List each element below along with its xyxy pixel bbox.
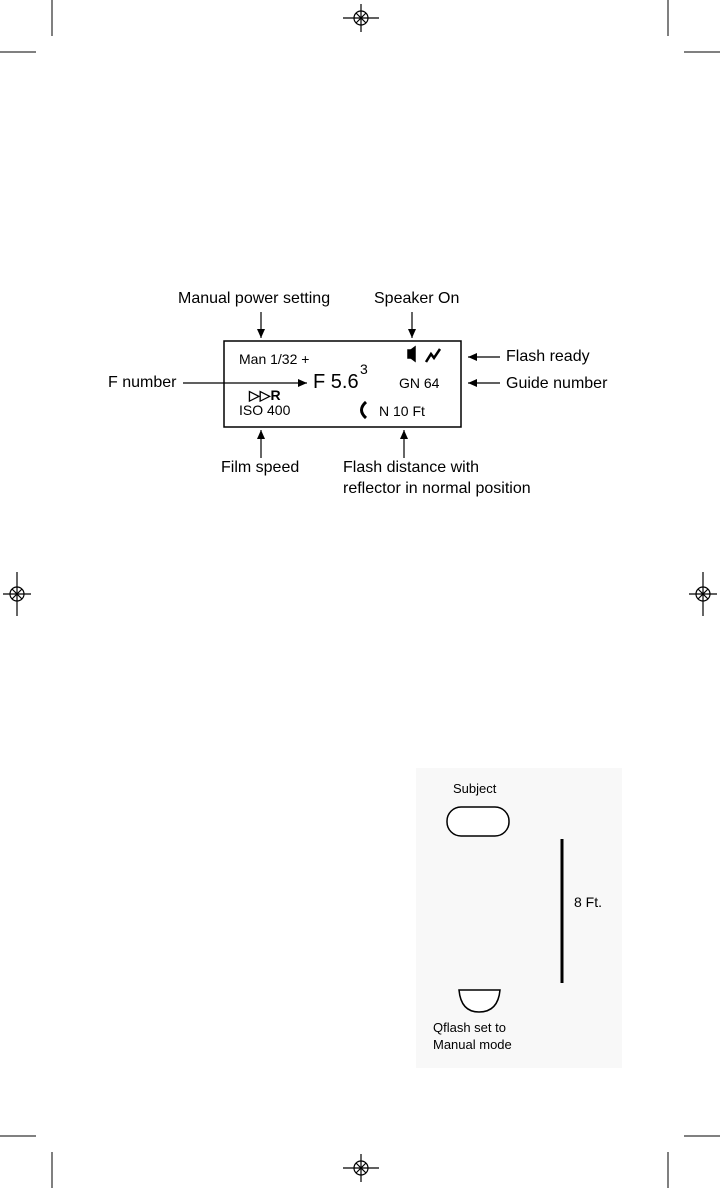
lcd-distance: N 10 Ft bbox=[379, 403, 425, 419]
lcd-iso: ISO 400 bbox=[239, 402, 290, 418]
lcd-guide-number: GN 64 bbox=[399, 375, 439, 391]
registration-mark-icon bbox=[343, 4, 379, 32]
label-f-number: F number bbox=[108, 374, 176, 392]
registration-mark-icon bbox=[689, 572, 717, 616]
flash-ready-icon bbox=[426, 349, 440, 362]
subject-label: Subject bbox=[453, 781, 496, 796]
lcd-f-superscript: 3 bbox=[360, 361, 368, 377]
registration-mark-icon bbox=[343, 1154, 379, 1182]
label-flash-distance-line1: Flash distance with bbox=[343, 459, 479, 477]
reflector-icon bbox=[362, 402, 367, 418]
label-flash-distance-line2: reflector in normal position bbox=[343, 480, 531, 498]
label-speaker-on: Speaker On bbox=[374, 290, 459, 308]
distance-label: 8 Ft. bbox=[574, 894, 602, 910]
label-guide-number: Guide number bbox=[506, 375, 607, 393]
qflash-label-line1: Qflash set to bbox=[433, 1020, 506, 1035]
label-flash-ready: Flash ready bbox=[506, 348, 590, 366]
lcd-mode: Man 1/32 + bbox=[239, 351, 309, 367]
lcd-f-value: F 5.6 bbox=[313, 371, 359, 394]
label-film-speed: Film speed bbox=[221, 459, 299, 477]
qflash-label-line2: Manual mode bbox=[433, 1037, 512, 1052]
label-manual-power-setting: Manual power setting bbox=[178, 290, 330, 308]
registration-mark-icon bbox=[3, 572, 31, 616]
subject-shape bbox=[447, 807, 509, 836]
speaker-icon bbox=[408, 347, 415, 361]
